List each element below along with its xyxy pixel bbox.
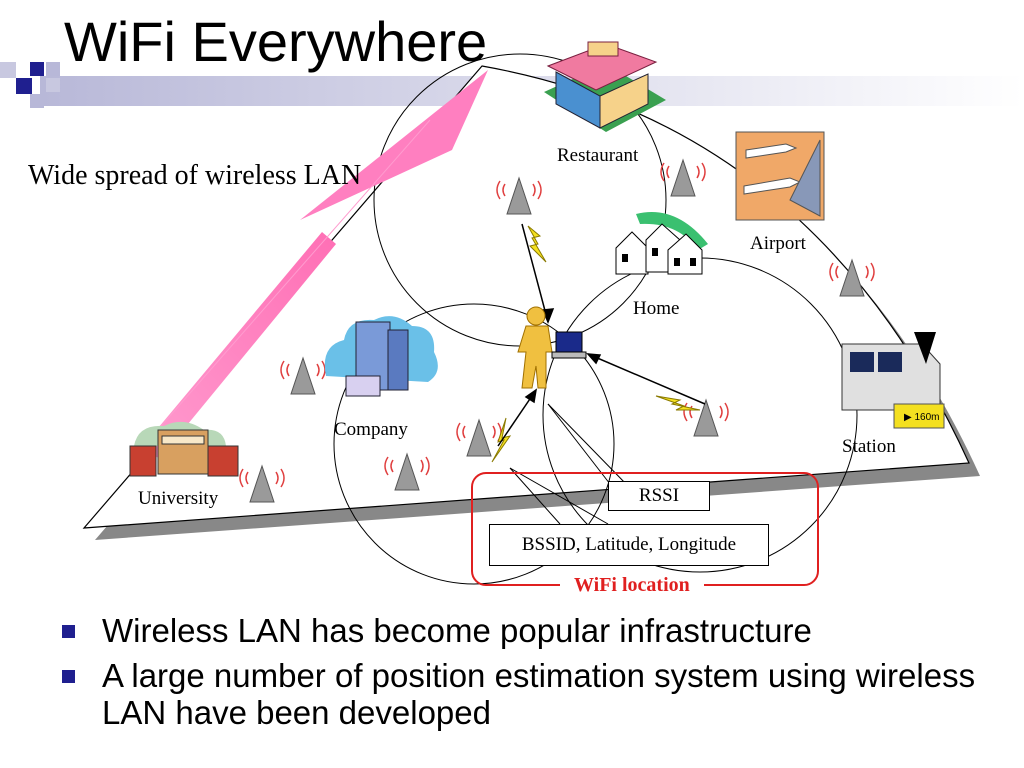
access-point-icon: [660, 158, 706, 197]
expansion-arrow: [138, 70, 488, 458]
access-point-icon: [496, 176, 542, 215]
bullet-text: A large number of position estimation sy…: [102, 657, 976, 731]
bullet-item: Wireless LAN has become popular infrastr…: [62, 612, 1002, 649]
slide-subtitle: Wide spread of wireless LAN: [28, 160, 362, 191]
bullet-text: Wireless LAN has become popular infrastr…: [102, 612, 812, 649]
access-points: [239, 158, 875, 503]
university-icon: [129, 421, 239, 477]
restaurant-icon: [544, 41, 666, 132]
access-point-icon: [280, 356, 326, 395]
signal-bolts: [491, 225, 701, 463]
slide-title: WiFi Everywhere: [64, 10, 488, 73]
access-point-icon: [239, 464, 285, 503]
rssi-box: RSSI: [608, 481, 710, 511]
company-icon: [324, 316, 438, 397]
lightning-icon: [655, 395, 701, 411]
user-with-laptop-icon: [517, 306, 587, 389]
bssid-box: BSSID, Latitude, Longitude: [489, 524, 769, 566]
access-point-icon: [683, 398, 729, 437]
bullet-square-icon: [62, 670, 75, 683]
access-point-icon: [384, 452, 430, 491]
lightning-icon: [491, 417, 512, 463]
label-company: Company: [334, 419, 408, 440]
home-icon: [615, 212, 708, 275]
signal-arrows: [497, 223, 706, 447]
callout-lines: [509, 403, 629, 525]
station-train-icon: ▶ 160m: [841, 332, 945, 429]
label-university: University: [138, 488, 219, 509]
wifi-location-label: WiFi location: [560, 574, 704, 597]
access-point-icon: [829, 258, 875, 297]
airport-icon: [735, 131, 825, 221]
bullet-square-icon: [62, 625, 75, 638]
label-station: Station: [842, 436, 896, 457]
access-point-icon: [456, 418, 502, 457]
bullet-item: A large number of position estimation sy…: [62, 657, 1002, 731]
label-home: Home: [633, 298, 680, 319]
lightning-icon: [527, 225, 547, 263]
bullet-list: Wireless LAN has become popular infrastr…: [62, 612, 1002, 739]
label-restaurant: Restaurant: [557, 145, 639, 166]
label-airport: Airport: [750, 233, 806, 254]
svg-text:▶ 160m: ▶ 160m: [904, 412, 939, 423]
